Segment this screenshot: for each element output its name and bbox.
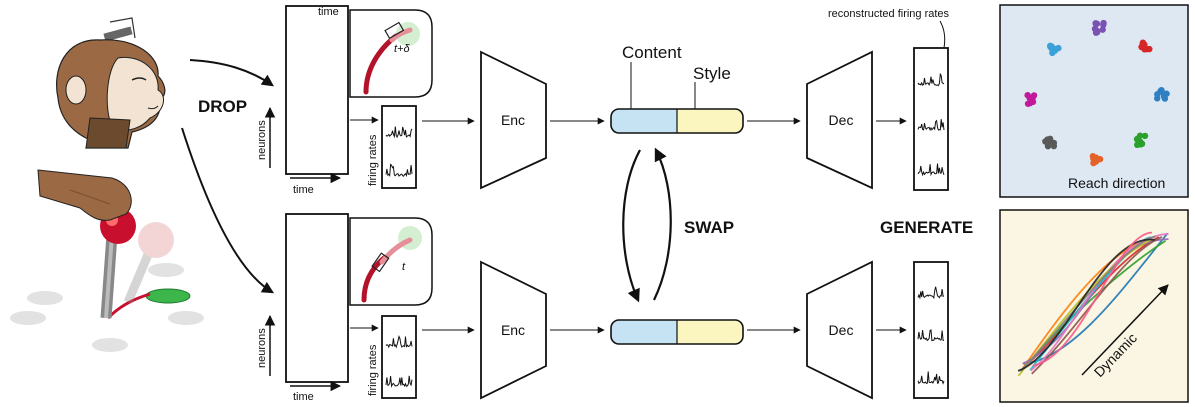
content-segment-bottom <box>611 320 677 344</box>
drop-label: DROP <box>198 97 247 116</box>
trajectory-11 <box>1017 238 1155 372</box>
reach-cluster-magenta <box>1024 91 1038 107</box>
trajectory-12 <box>1032 231 1153 367</box>
trajectory-inset-bottom: t <box>349 217 433 306</box>
firing-rates-label-top: firing rates <box>367 134 379 186</box>
firing-trace-top <box>385 126 413 178</box>
firing-rates-top: firing rates <box>367 105 417 189</box>
style-segment-top <box>677 109 743 133</box>
latent-vector-top: Content Style <box>610 43 744 134</box>
firing-trace-bottom <box>385 334 413 388</box>
trajectory-2 <box>1023 232 1169 365</box>
time-label-bottom: time <box>293 391 314 403</box>
arrow-monkey-to-bottom <box>181 127 275 294</box>
time-label-top: time <box>293 184 314 196</box>
t-delta-label: t+δ <box>394 43 410 55</box>
swap-arrow-up <box>653 147 672 301</box>
trajectory-10 <box>1020 235 1156 372</box>
reach-cluster-blue <box>1153 86 1170 102</box>
arrow-monkey-to-top <box>189 59 274 87</box>
encoder-top: Enc <box>480 50 547 190</box>
raster-top <box>285 5 349 175</box>
reach-cluster-purple <box>1091 19 1107 36</box>
style-segment-bottom <box>677 320 743 344</box>
latent-vector-bottom <box>610 319 744 345</box>
reconstructed-label: reconstructed firing rates <box>828 8 950 20</box>
raster-top-axes: time neurons time <box>256 6 342 196</box>
reconstructed-rates-top: reconstructed firing rates <box>828 8 950 191</box>
time-label-top-inner: time <box>318 6 339 18</box>
content-segment-top <box>611 109 677 133</box>
enc-label-bottom: Enc <box>501 322 525 338</box>
dec-label-bottom: Dec <box>829 322 854 338</box>
enc-label-top: Enc <box>501 112 525 128</box>
trajectory-lines <box>1017 231 1169 377</box>
reconstructed-trace-bottom <box>917 286 945 385</box>
reach-cluster-orange <box>1089 152 1104 167</box>
reach-direction-panel: Reach direction <box>999 4 1189 198</box>
decoder-bottom: Dec <box>806 260 873 400</box>
reconstructed-trace-top <box>917 72 945 177</box>
generate-label: GENERATE <box>880 218 973 237</box>
swap-label: SWAP <box>684 218 734 237</box>
neurons-label-top: neurons <box>256 120 268 160</box>
dynamic-panel: Dynamic <box>999 209 1189 403</box>
decoder-top: Dec <box>806 50 873 190</box>
firing-rates-label-bottom: firing rates <box>367 344 379 396</box>
reach-cluster-green <box>1133 132 1149 149</box>
neurons-label-bottom: neurons <box>256 328 268 368</box>
reach-task-illustration <box>10 169 204 352</box>
t-label: t <box>402 261 406 273</box>
monkey-head-illustration <box>56 17 166 149</box>
content-label: Content <box>622 43 682 62</box>
reach-cluster-gray <box>1042 135 1058 150</box>
reach-direction-label: Reach direction <box>1068 175 1165 191</box>
dec-label-top: Dec <box>829 112 854 128</box>
swap-arrow-down <box>622 149 641 303</box>
encoder-bottom: Enc <box>480 260 547 400</box>
raster-bottom-axes: neurons time <box>256 314 342 403</box>
trajectory-inset-top: t+δ <box>349 9 433 98</box>
trajectory-8 <box>1031 236 1163 375</box>
style-label: Style <box>693 64 731 83</box>
raster-bottom <box>285 213 349 383</box>
reach-cluster-cyan <box>1047 42 1062 57</box>
reach-cluster-red <box>1138 39 1153 53</box>
